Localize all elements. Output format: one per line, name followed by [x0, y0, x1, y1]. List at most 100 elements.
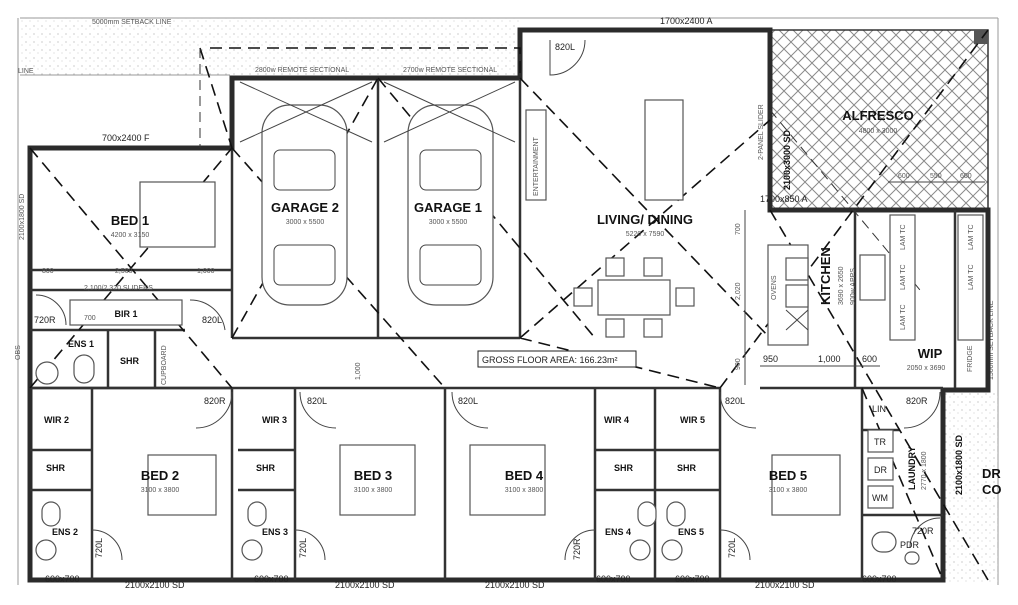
dim-2020: 2,020 — [735, 282, 742, 300]
dr-co-line2: CO — [982, 482, 1002, 497]
ens3-shr: SHR — [256, 463, 276, 473]
dr-co-line1: DR — [982, 466, 1001, 481]
left-window-dim: 2100x1800 SD — [19, 194, 26, 240]
wip-walls — [853, 210, 957, 388]
living-size: 5220 x 7590 — [626, 231, 665, 238]
window-bottom-6: 600x700 — [596, 574, 631, 584]
ens5-label: ENS 5 — [678, 527, 704, 537]
ovens-label: OVENS — [771, 275, 778, 300]
door-820l-bed1: 820L — [202, 315, 222, 325]
door-820l-bed5: 820L — [725, 396, 745, 406]
door-820l-bed4: 820L — [458, 396, 478, 406]
door-820r-bed2: 820R — [204, 396, 226, 406]
bed4-name: BED 4 — [505, 468, 544, 483]
living-name: LIVING/ DINING — [597, 212, 693, 227]
dim-600c: 600 — [960, 173, 972, 180]
dim-900: 900 — [735, 358, 742, 370]
alfresco-name: ALFRESCO — [842, 108, 914, 123]
dim-2500: 2,500 — [115, 268, 133, 275]
door-swing-pdr — [909, 517, 941, 549]
laundry-size: 2770 x 1800 — [921, 451, 928, 490]
tr-label: TR — [874, 437, 886, 447]
alfresco-bottom-dim: 1700x850 A — [760, 194, 808, 204]
bed5-size: 3100 x 3800 — [769, 487, 808, 494]
laundry-sd: 2100x1800 SD — [954, 434, 964, 495]
door-swing-bed5 — [719, 391, 757, 429]
ens5-basin — [661, 539, 683, 561]
cooktop — [859, 254, 886, 301]
kitchen-size: 3690 x 2650 — [838, 266, 845, 305]
dining-chairs — [573, 257, 695, 338]
apps-label: 900w APPS — [850, 268, 857, 305]
ens1-toilet — [73, 354, 95, 384]
obs-label: OBS — [15, 345, 22, 360]
ens4-basin — [629, 539, 651, 561]
gross-floor-area: GROSS FLOOR AREA: 166.23m² — [482, 355, 618, 365]
alfresco-window-dim: 1700x2400 A — [660, 16, 713, 26]
garage2-door-label: 2800w REMOTE SECTIONAL — [255, 67, 349, 74]
wir5-label: WIR 5 — [680, 415, 705, 425]
ens2-label: ENS 2 — [52, 527, 78, 537]
door-swing-bed3 — [299, 391, 337, 429]
dim-550: 550 — [930, 173, 942, 180]
ens3-toilet — [247, 501, 267, 527]
ens2-toilet — [41, 501, 61, 527]
door-swing-ens3 — [294, 529, 326, 561]
bed2-name: BED 2 — [141, 468, 179, 483]
ens2-walls — [30, 388, 94, 580]
bedroom-walls — [230, 388, 864, 580]
entertainment-unit — [525, 109, 547, 201]
garage1-door-label: 2700w REMOTE SECTIONAL — [403, 67, 497, 74]
dr-label: DR — [874, 465, 887, 475]
door-720l-ens3: 720L — [298, 538, 308, 558]
wip-shelving — [889, 214, 984, 341]
door-swing-ens4 — [564, 529, 596, 561]
dim-1000v: 1,000 — [355, 362, 362, 380]
door-820r-laundry: 820R — [906, 396, 928, 406]
tr-box — [867, 429, 894, 453]
dim-1000: 1,000 — [197, 268, 215, 275]
wm-label: WM — [872, 493, 888, 503]
ens1-basin — [35, 361, 59, 385]
dim-700v: 700 — [84, 315, 96, 322]
window-bottom-2: 2100x2100 SD — [125, 580, 185, 590]
lam-4: LAM TC — [968, 224, 975, 250]
kitchen-name: KITCHEN — [818, 247, 833, 305]
bed2-size: 3100 x 3800 — [141, 487, 180, 494]
sink — [785, 257, 809, 281]
lam-5: LAM TC — [968, 264, 975, 290]
door-swing-laundry — [903, 391, 941, 429]
lam-2: LAM TC — [900, 264, 907, 290]
window-bottom-1: 600x700 — [45, 574, 80, 584]
garage1-car — [407, 104, 494, 306]
dining-table — [597, 279, 671, 316]
window-bottom-9: 600x700 — [862, 574, 897, 584]
dim-950: 950 — [763, 354, 778, 364]
dim-800: 800 — [42, 268, 54, 275]
ens4-toilet — [637, 501, 657, 527]
door-720r-ens4: 720R — [572, 538, 582, 560]
door-720l-ens2: 720L — [94, 538, 104, 558]
bir1-robe — [69, 299, 183, 326]
ens3-basin — [241, 539, 263, 561]
alfresco-size: 4800 x 3000 — [859, 128, 898, 135]
ens4-label: ENS 4 — [605, 527, 631, 537]
wir2-label: WIR 2 — [44, 415, 69, 425]
bed3-name: BED 3 — [354, 468, 392, 483]
wip-name: WIP — [918, 346, 943, 361]
window-bottom-3: 600x700 — [254, 574, 289, 584]
door-820l-top: 820L — [555, 42, 575, 52]
ens2-basin — [35, 539, 57, 561]
door-swing-top — [549, 39, 586, 76]
door-swing-bed1 — [189, 299, 226, 331]
setback-label: 5000mm SETBACK LINE — [92, 19, 172, 26]
laundry-name: LAUNDRY — [907, 446, 917, 490]
door-820l-bed3: 820L — [307, 396, 327, 406]
pdr-basin — [904, 551, 920, 565]
garage2-name: GARAGE 2 — [271, 200, 339, 215]
setback-zone — [20, 18, 520, 76]
dim-600: 600 — [862, 354, 877, 364]
ens1-label: ENS 1 — [68, 339, 94, 349]
wir4-label: WIR 4 — [604, 415, 629, 425]
